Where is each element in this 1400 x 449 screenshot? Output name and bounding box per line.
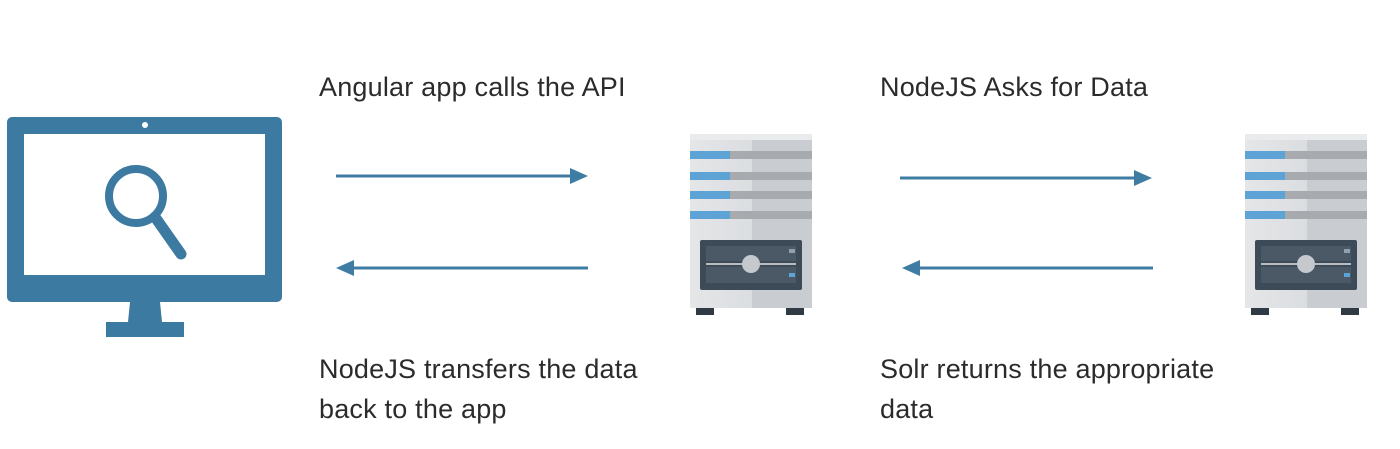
monitor-stand <box>106 322 184 337</box>
server-panel <box>1255 240 1357 290</box>
label-response-2-line-2: data <box>880 394 934 424</box>
arrow-response-2 <box>902 260 1153 276</box>
monitor-search-icon <box>7 117 282 337</box>
label-response-2: Solr returns the appropriate data <box>880 349 1260 429</box>
arrow-request-1 <box>336 168 588 184</box>
label-response-2-line-1: Solr returns the appropriate <box>880 354 1215 384</box>
server-icon <box>1245 134 1367 315</box>
server-power-button <box>742 255 760 273</box>
label-request-2: NodeJS Asks for Data <box>880 72 1149 102</box>
arrow-response-1 <box>336 260 588 276</box>
server-icon <box>690 134 812 315</box>
search-icon <box>105 165 187 260</box>
label-response-1: NodeJS transfers the data back to the ap… <box>319 349 679 429</box>
arrow-request-2 <box>900 170 1152 186</box>
server-drive-slots <box>690 151 812 219</box>
server-drive-slots <box>1245 151 1367 219</box>
label-response-1-line-1: NodeJS transfers the data <box>319 354 638 384</box>
label-response-1-line-2: back to the app <box>319 394 507 424</box>
label-request-1: Angular app calls the API <box>319 72 626 102</box>
server-panel <box>700 240 802 290</box>
monitor-camera <box>142 122 148 128</box>
monitor-screen <box>24 134 265 275</box>
server-power-button <box>1297 255 1315 273</box>
monitor-neck <box>128 302 162 322</box>
